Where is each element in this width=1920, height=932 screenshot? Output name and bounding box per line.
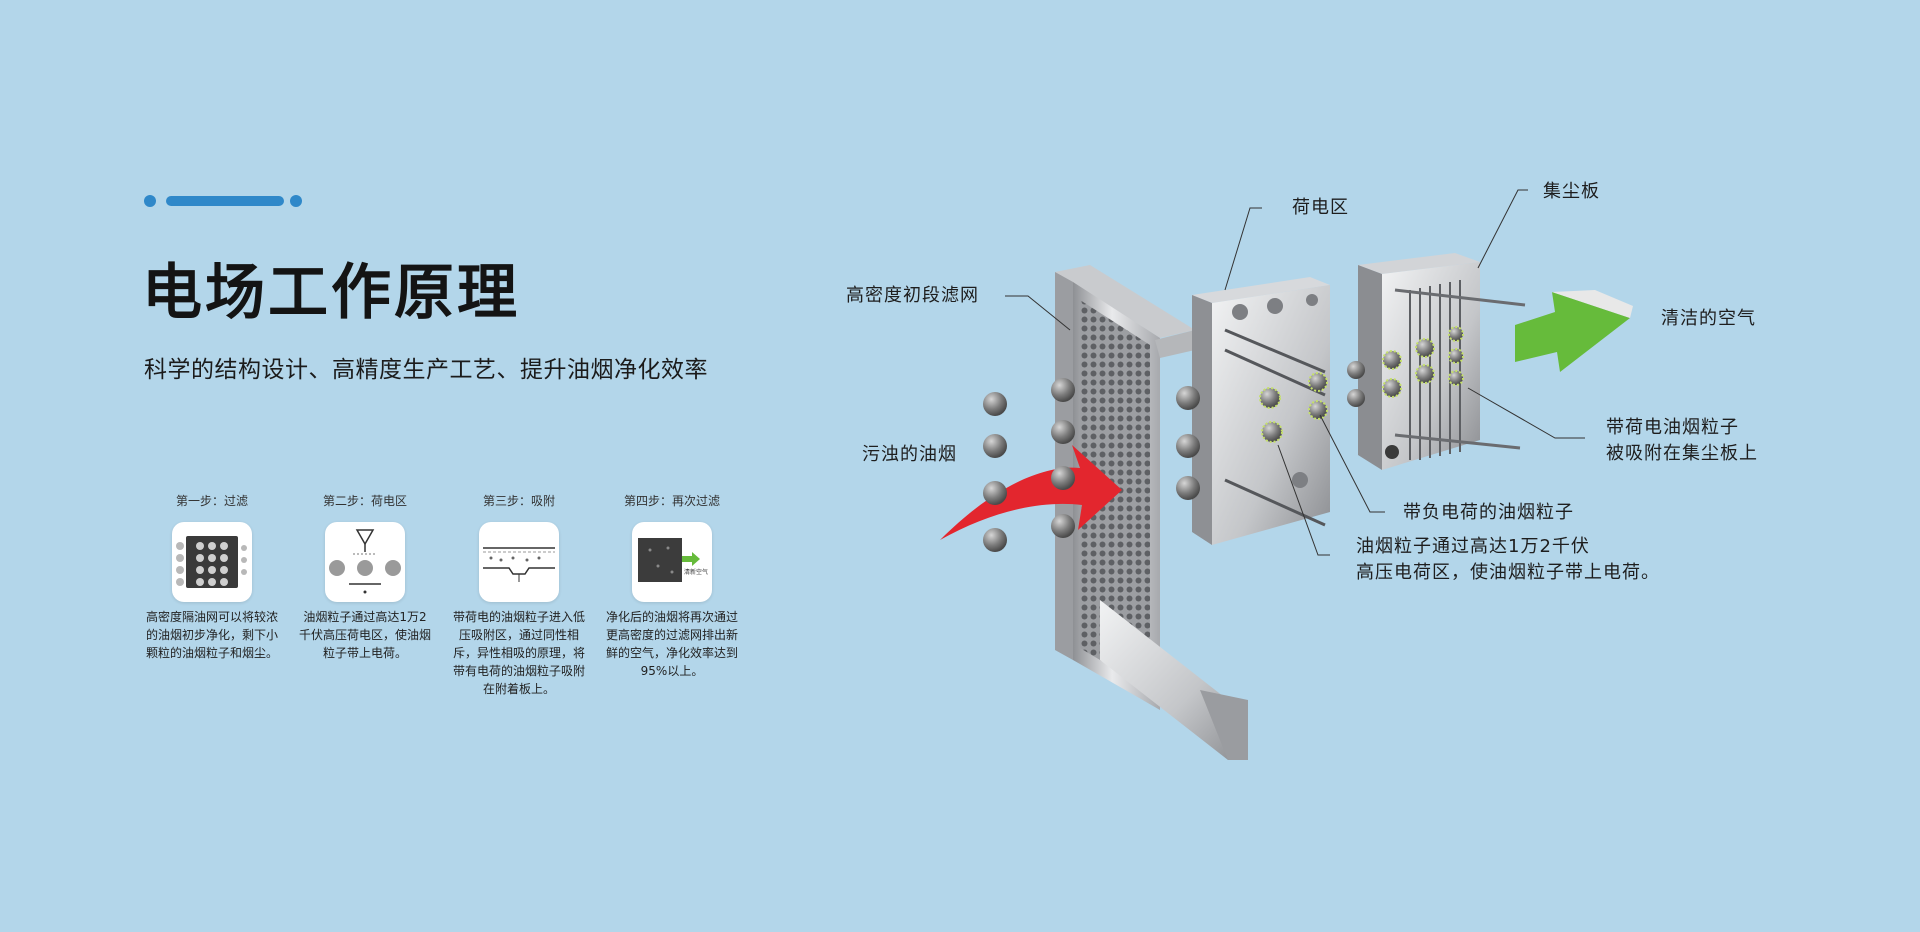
label-negative-particles: 带负电荷的油烟粒子 [1403, 502, 1574, 523]
decoration-dot-left [144, 195, 156, 207]
step-3: 第三步：吸附 带荷电的油烟粒子进入低压吸附区，通过同性相斥，异性相吸的原理，将带… [444, 492, 594, 698]
label-voltage-line2: 高压电荷区，使油烟粒子带上电荷。 [1356, 562, 1660, 583]
dust-collector-panel [1358, 253, 1526, 470]
leader-lines [1005, 189, 1585, 556]
step-2: 第二步：荷电区 油烟粒子通过高达1万2千伏高压荷电区，使油烟粒子带上电荷。 [290, 492, 440, 662]
label-dust-plate: 集尘板 [1543, 181, 1600, 202]
label-dirty-smoke: 污浊的油烟 [862, 444, 957, 465]
label-prefilter: 高密度初段滤网 [846, 285, 979, 306]
page-subtitle: 科学的结构设计、高精度生产工艺、提升油烟净化效率 [144, 357, 708, 383]
filter-mesh-icon [172, 522, 252, 602]
clean-air-filter-icon: 清新空气 [632, 522, 712, 602]
page-title: 电场工作原理 [142, 258, 520, 328]
step-description: 带荷电的油烟粒子进入低压吸附区，通过同性相斥，异性相吸的原理，将带有电荷的油烟粒… [452, 610, 585, 696]
title-decoration [144, 195, 304, 207]
charged-particles [1259, 326, 1464, 443]
label-voltage-line1: 油烟粒子通过高达1万2千伏 [1356, 536, 1590, 557]
step-label: 第三步：吸附 [482, 494, 555, 508]
clean-air-icon-text: 清新空气 [684, 568, 708, 576]
label-charged-adsorbed-line2: 被吸附在集尘板上 [1606, 443, 1758, 464]
step-description: 高密度隔油网可以将较浓的油烟初步净化，剩下小颗粒的油烟粒子和烟尘。 [145, 610, 278, 660]
step-1: 第一步：过滤 高密度隔油网可以将较浓的油烟初步净化，剩下小颗粒的油烟粒子和烟尘。 [137, 492, 287, 662]
charging-zone-icon [325, 522, 405, 602]
label-charged-adsorbed-line1: 带荷电油烟粒子 [1606, 417, 1739, 438]
adsorption-plate-icon [479, 522, 559, 602]
step-4: 第四步：再次过滤 清新空气 净化后的油烟将再次通过更高密度的过滤网排出新鲜的空气… [597, 492, 747, 680]
label-charge-zone: 荷电区 [1292, 197, 1349, 218]
label-clean-air: 清洁的空气 [1661, 308, 1756, 329]
step-description: 净化后的油烟将再次通过更高密度的过滤网排出新鲜的空气，净化效率达到95%以上。 [605, 610, 738, 678]
dirty-smoke-arrow-icon [940, 445, 1122, 540]
decoration-bar [166, 196, 284, 206]
step-description: 油烟粒子通过高达1万2千伏高压荷电区，使油烟粒子带上电荷。 [298, 610, 431, 660]
clean-air-arrow-icon [1515, 292, 1630, 372]
step-label: 第一步：过滤 [175, 494, 248, 508]
step-label: 第四步：再次过滤 [623, 494, 720, 508]
decoration-dot-right [290, 195, 302, 207]
step-label: 第二步：荷电区 [322, 494, 407, 508]
smoke-particles [983, 361, 1365, 552]
prefilter-panel [1055, 265, 1248, 760]
